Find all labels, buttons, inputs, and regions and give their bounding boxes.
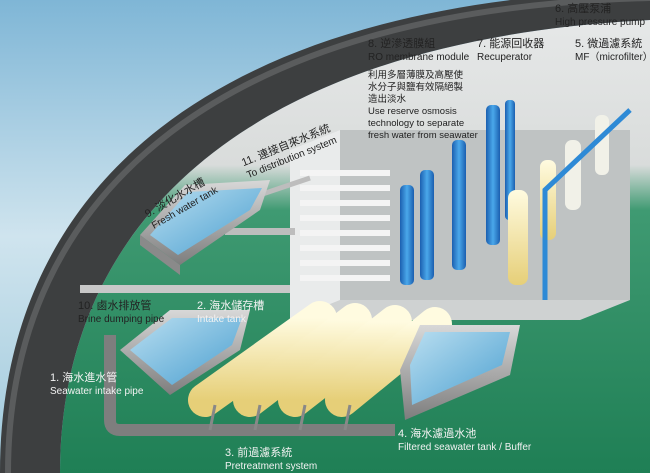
seawater-intake-pipe: [104, 335, 395, 436]
recuperator-vessels: [400, 100, 515, 285]
filtered-seawater-tank: [400, 325, 520, 420]
ro-description: 利用多層薄膜及高壓使水分子與鹽有效隔絕製造出淡水 Use reserve osm…: [368, 70, 478, 141]
fresh-water-tank: [140, 180, 270, 275]
intake-tank: [120, 310, 250, 395]
microfilter-cylinders: [508, 108, 632, 300]
brine-pipe: [80, 285, 290, 293]
ro-membrane-racks: [300, 170, 390, 281]
